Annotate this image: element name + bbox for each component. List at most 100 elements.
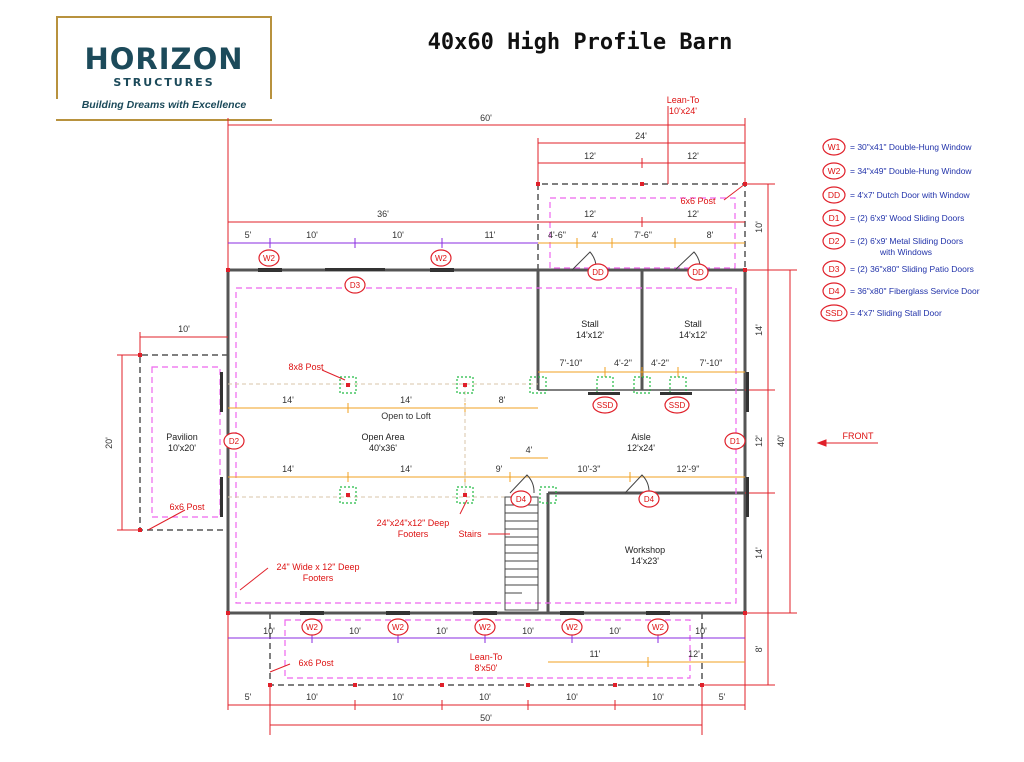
legend-code-ssd: SSD: [825, 308, 842, 318]
orange-dimension-lines: [228, 238, 745, 667]
dim-b129: 12'-9": [677, 464, 700, 474]
tag-w2-top-1: W2: [263, 254, 276, 263]
tag-d1: D1: [730, 437, 741, 446]
dim-r14b: 14': [754, 547, 764, 559]
label-stall-1: Stall: [581, 319, 599, 329]
dim-w11: 11': [484, 230, 495, 240]
dim-r8: 8': [754, 645, 764, 652]
legend: W1 = 30"x41" Double-Hung Window W2 = 34"…: [820, 138, 980, 322]
label-footers-24b: Footers: [398, 529, 429, 539]
legend-item-d4: D4 = 36"x80" Fiberglass Service Door: [822, 282, 980, 300]
tag-w2-top-2: W2: [435, 254, 448, 263]
label-workshop: Workshop: [625, 545, 665, 555]
tag-d4-2: D4: [644, 495, 655, 504]
dim-pav-10: 10': [178, 324, 190, 334]
label-stall-2: Stall: [684, 319, 702, 329]
dim-b14b: 14': [400, 464, 412, 474]
dimension-text: 60' 24' 12' 12' 36' 12' 12' 5' 10' 10' 1…: [104, 113, 786, 723]
label-post-6x6-bottom: 6x6 Post: [298, 658, 334, 668]
label-stall-2-size: 14'x12': [679, 330, 707, 340]
dim-post-12a: 12': [584, 209, 596, 219]
legend-item-dd: DD = 4'x7' Dutch Door with Window: [822, 186, 971, 204]
label-open-area: Open Area: [361, 432, 404, 442]
dim-bot11: 11': [589, 649, 600, 659]
dim-s46: 4'-6": [548, 230, 566, 240]
dim-s4: 4': [592, 230, 599, 240]
tag-ssd-1: SSD: [597, 401, 614, 410]
dim-f5a: 5': [245, 692, 252, 702]
legend-item-ssd: SSD = 4'x7' Sliding Stall Door: [820, 304, 942, 322]
tag-w2-bot-3: W2: [479, 623, 492, 632]
tag-ssd-2: SSD: [669, 401, 686, 410]
tag-dd-1: DD: [592, 268, 604, 277]
dim-post-12b: 12': [687, 209, 699, 219]
dim-f5b: 5': [719, 692, 726, 702]
tag-d4-1: D4: [516, 495, 527, 504]
legend-code-d2: D2: [829, 236, 840, 246]
logo-frame: [56, 16, 272, 106]
dim-top-36: 36': [377, 209, 389, 219]
dim-r10: 10': [754, 221, 764, 233]
legend-code-d3: D3: [829, 264, 840, 274]
legend-item-w2: W2 = 34"x49" Double-Hung Window: [822, 162, 972, 180]
dim-f10d: 10': [566, 692, 578, 702]
dim-stall-42a: 4'-2": [614, 358, 632, 368]
dim-f10e: 10': [652, 692, 664, 702]
label-pavilion-size: 10'x20': [168, 443, 196, 453]
dim-f10c: 10': [479, 692, 491, 702]
legend-code-w1: W1: [828, 142, 841, 152]
legend-text-ssd: = 4'x7' Sliding Stall Door: [850, 308, 942, 318]
legend-text-d1: = (2) 6'x9' Wood Sliding Doors: [850, 213, 964, 223]
dim-overall-60: 60': [480, 113, 492, 123]
legend-item-d3: D3 = (2) 36"x80" Sliding Patio Doors: [822, 260, 974, 278]
dim-lean-12b: 12': [687, 151, 699, 161]
tag-w2-bot-1: W2: [306, 623, 319, 632]
tag-labels: W2 W2 D3 DD DD D2 D1 D4 D4 SSD SSD W2 W2…: [229, 254, 741, 632]
tag-w2-bot-5: W2: [652, 623, 665, 632]
red-dimension-lines: [117, 118, 797, 735]
logo: HORIZON STRUCTURES Building Dreams with …: [56, 16, 272, 121]
dim-pav-20: 20': [104, 437, 114, 449]
dim-bot10-5: 10': [609, 626, 621, 636]
label-post-8x8: 8x8 Post: [288, 362, 324, 372]
logo-tagline: Building Dreams with Excellence: [56, 99, 272, 111]
dim-b103: 10'-3": [578, 464, 601, 474]
dim-bot10-2: 10': [349, 626, 361, 636]
tag-d3: D3: [350, 281, 361, 290]
dim-r14a: 14': [754, 324, 764, 336]
dim-w10a: 10': [306, 230, 318, 240]
label-front: FRONT: [843, 431, 874, 441]
label-aisle: Aisle: [631, 432, 651, 442]
dim-o14a: 14': [282, 395, 294, 405]
label-footers-wideb: Footers: [303, 573, 334, 583]
windows: [220, 268, 749, 615]
leader-lines: [147, 106, 746, 673]
label-aisle-size: 12'x24': [627, 443, 655, 453]
label-footers-wide: 24" Wide x 12" Deep: [277, 562, 360, 572]
logo-brand-sub: STRUCTURES: [113, 76, 215, 89]
pavilion-outline: [139, 354, 228, 531]
dim-w5: 5': [245, 230, 252, 240]
legend-text-d4: = 36"x80" Fiberglass Service Door: [850, 286, 980, 296]
dim-stall-710a: 7'-10": [560, 358, 583, 368]
dim-f10a: 10': [306, 692, 318, 702]
tag-dd-2: DD: [692, 268, 704, 277]
logo-brand: HORIZON: [84, 42, 244, 76]
label-workshop-size: 14'x23': [631, 556, 659, 566]
dim-b4: 4': [526, 445, 533, 455]
dim-lean-12a: 12': [584, 151, 596, 161]
dim-bot10-6: 10': [695, 626, 707, 636]
legend-text-d2: = (2) 6'x9' Metal Sliding Doors: [850, 236, 963, 246]
logo-rule: [56, 119, 272, 121]
dim-f50: 50': [480, 713, 492, 723]
label-post-6x6-left: 6x6 Post: [169, 502, 205, 512]
tag-w2-bot-4: W2: [566, 623, 579, 632]
legend-text-dd: = 4'x7' Dutch Door with Window: [850, 190, 971, 200]
label-lean-to-top-size: 10'x24': [669, 106, 697, 116]
label-post-6x6-top: 6x6 Post: [680, 196, 716, 206]
legend-text-d2-line2: with Windows: [879, 247, 932, 257]
dim-s8: 8': [707, 230, 714, 240]
dim-r12: 12': [754, 435, 764, 447]
label-open-to-loft: Open to Loft: [381, 411, 431, 421]
